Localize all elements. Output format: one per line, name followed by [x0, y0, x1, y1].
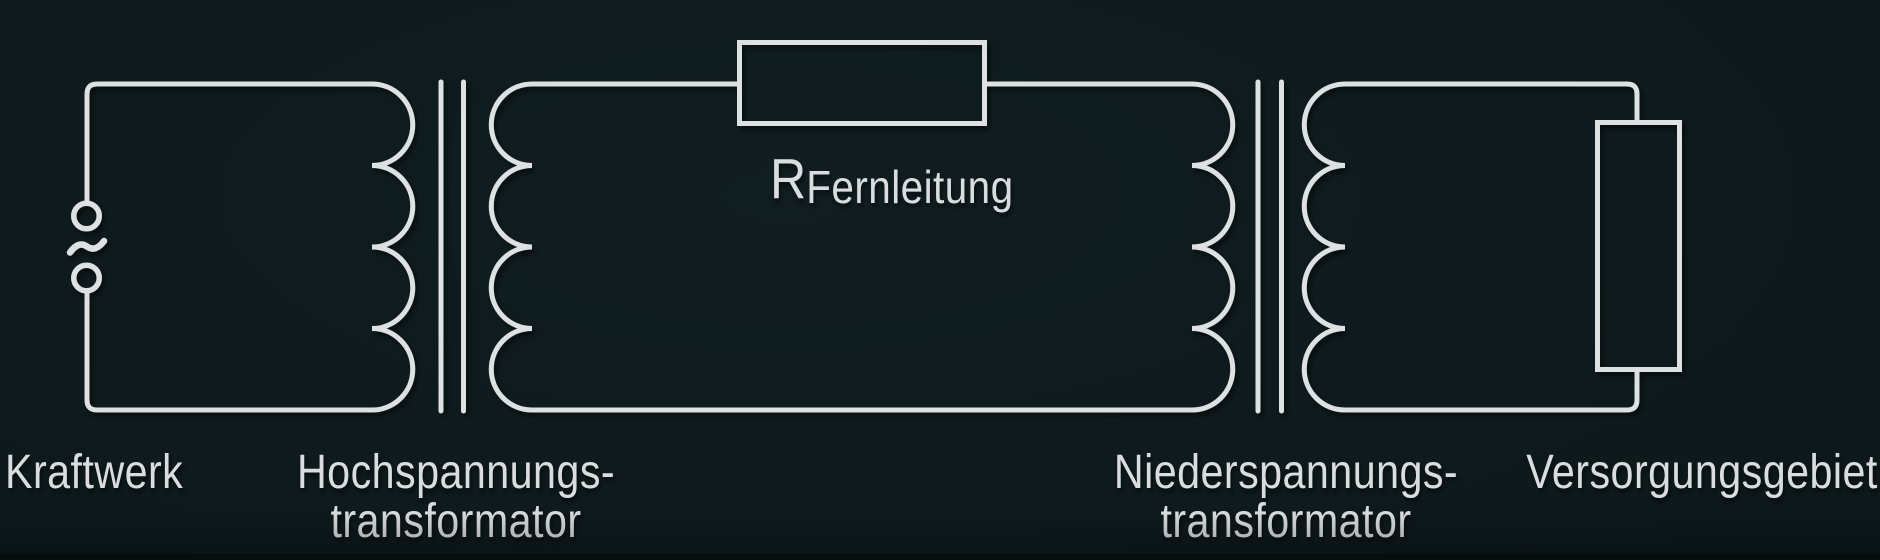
ac-terminal-bottom-icon: [71, 262, 102, 294]
label-hv-transformer: Hochspannungs- transformator: [297, 448, 615, 546]
power-plant-loop: [84, 81, 416, 413]
resistor-subscript-text: Fernleitung: [806, 161, 1014, 213]
label-versorgungsgebiet: Versorgungsgebiet: [1526, 446, 1878, 499]
transmission-resistor-icon: [737, 40, 987, 126]
label-lv-transformer: Niederspannungs- transformator: [1114, 448, 1458, 546]
ac-source-icon: [66, 200, 108, 294]
lv-transformer-core-icon: [1255, 79, 1284, 414]
ac-terminal-top-icon: [71, 200, 102, 232]
label-lv-transformer-line2: transformator: [1160, 495, 1412, 548]
load-resistor-icon: [1595, 120, 1682, 372]
transmission-loop: [488, 81, 1236, 413]
supply-area-loop: [1301, 81, 1640, 413]
label-hv-transformer-line2: transformator: [330, 495, 582, 548]
label-r-fernleitung: RFernleitung: [770, 151, 1014, 214]
resistor-symbol-text: R: [770, 147, 807, 211]
label-lv-transformer-line1: Niederspannungs-: [1113, 446, 1459, 499]
label-kraftwerk: Kraftwerk: [5, 446, 184, 499]
label-hv-transformer-line1: Hochspannungs-: [296, 446, 616, 499]
ac-tilde-icon: [66, 237, 108, 256]
hv-transformer-core-icon: [438, 79, 466, 414]
